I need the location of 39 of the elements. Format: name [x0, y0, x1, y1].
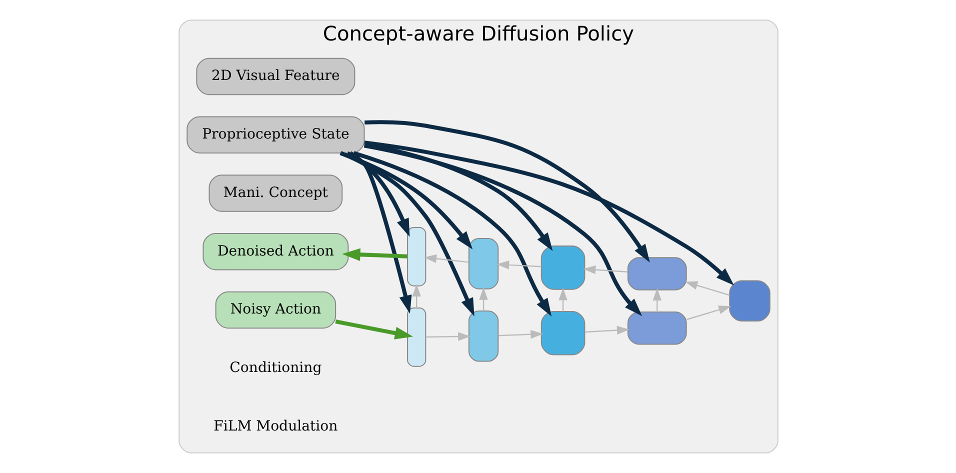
arrow: [340, 151, 474, 316]
node-box: [406, 307, 426, 367]
arrow: [364, 120, 650, 262]
node-box: Denoised Action: [202, 232, 348, 270]
arrow: [582, 265, 628, 274]
node-box: [540, 246, 585, 290]
arrow: [334, 320, 413, 340]
node-box: [406, 226, 426, 286]
arrow: [496, 260, 541, 270]
arrow: [412, 284, 420, 308]
arrow: [339, 151, 472, 250]
label: FiLM Modulation: [213, 418, 338, 434]
node-box: [468, 238, 498, 290]
node-box: Proprioceptive State: [186, 116, 364, 154]
arrow: [424, 254, 468, 264]
node-box: [468, 310, 498, 362]
arrow: [558, 288, 567, 312]
arrow: [652, 288, 662, 312]
arrow: [684, 281, 730, 296]
arrow: [498, 330, 543, 339]
node-box: Noisy Action: [214, 291, 336, 329]
node-box: [540, 310, 585, 356]
node-box: [626, 311, 686, 345]
node-box: [626, 257, 686, 290]
arrow: [425, 332, 470, 341]
arrow: [686, 306, 731, 320]
arrow: [363, 144, 642, 316]
label: Conditioning: [229, 360, 322, 376]
arrow: [364, 140, 734, 286]
node-box: Mani. Concept: [208, 174, 342, 212]
arrow: [478, 287, 488, 311]
arrow: [584, 326, 629, 335]
node-box: [728, 280, 770, 322]
arrow: [348, 151, 412, 314]
arrow: [342, 248, 407, 261]
node-box: 2D Visual Feature: [196, 58, 355, 96]
arrow: [364, 142, 552, 252]
arrow: [352, 151, 552, 317]
arrow: [346, 151, 410, 237]
